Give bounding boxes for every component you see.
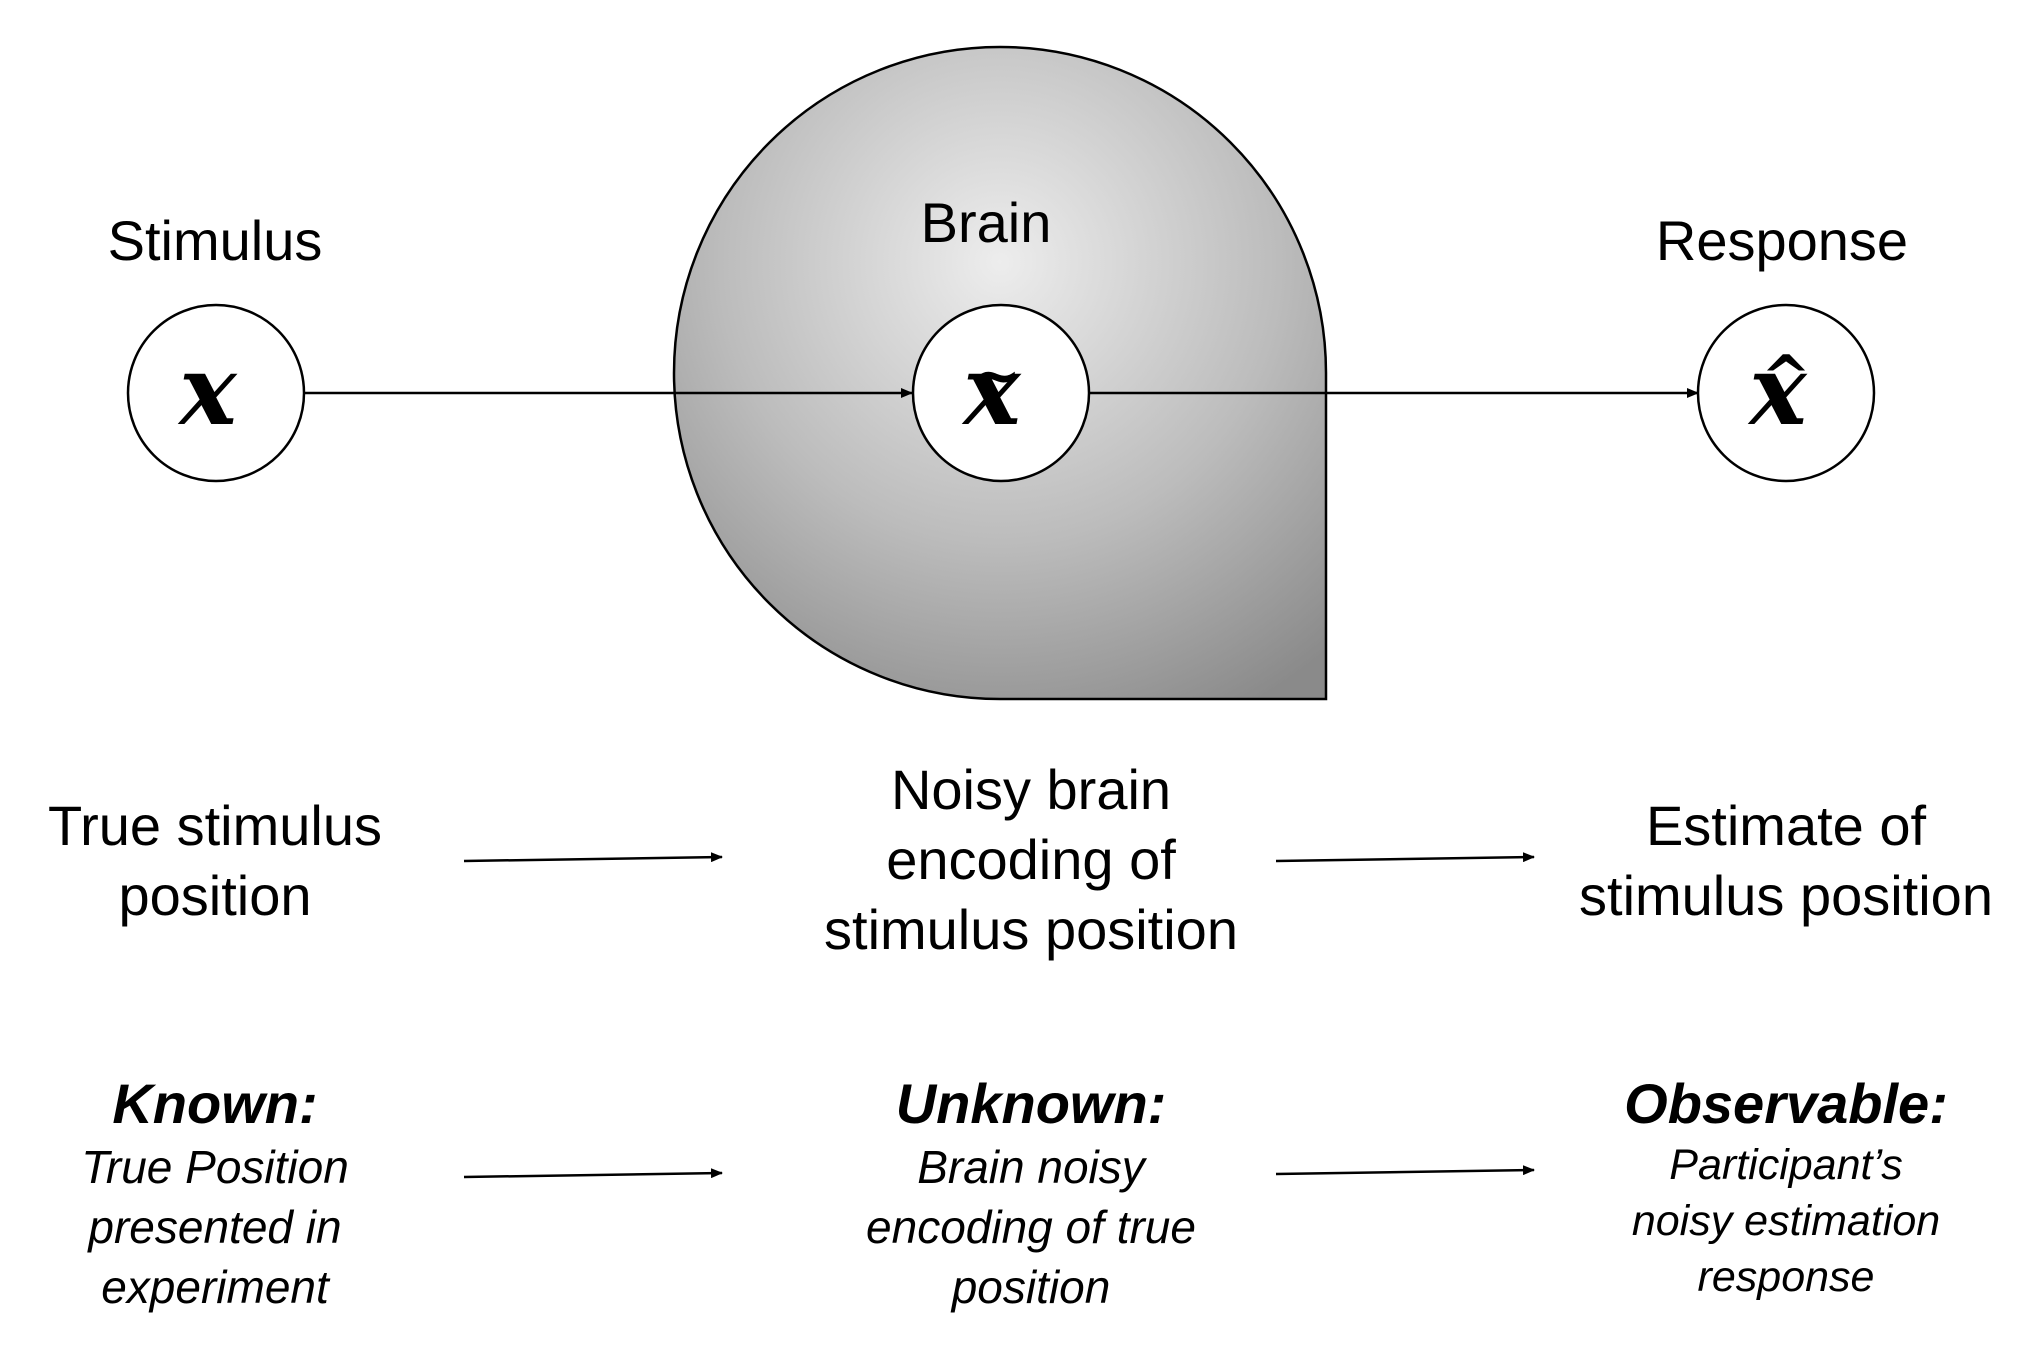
response-desc-line-2: stimulus position xyxy=(1579,864,1993,927)
desc-arrow-2 xyxy=(1275,852,1535,863)
brain-desc-line-3: stimulus position xyxy=(824,898,1238,961)
category-arrow-2 xyxy=(1275,1165,1535,1176)
unknown-heading: Unknown: xyxy=(896,1072,1167,1135)
observable-line-1: Participant’s xyxy=(1669,1141,1902,1189)
observable-line-2: noisy estimation xyxy=(1632,1197,1940,1245)
known-line-3: experiment xyxy=(101,1261,331,1313)
response-accent: ^ xyxy=(1761,343,1811,413)
response-desc-line-1: Estimate of xyxy=(1646,794,1927,857)
brain-symbol: x xyxy=(961,334,1022,447)
unknown-block: Unknown: Brain noisy encoding of true po… xyxy=(866,1072,1196,1313)
stimulus-node: x xyxy=(126,303,306,483)
known-line-2: presented in xyxy=(86,1201,341,1253)
brain-desc-line-2: encoding of xyxy=(886,828,1176,891)
brain-accent: ~ xyxy=(971,341,1021,411)
known-block: Known: True Position presented in experi… xyxy=(81,1072,349,1313)
brain-title: Brain xyxy=(921,191,1052,254)
unknown-line-1: Brain noisy xyxy=(917,1141,1148,1193)
category-arrow-1 xyxy=(463,1168,723,1179)
response-symbol: x xyxy=(1747,334,1808,447)
brain-desc-line-1: Noisy brain xyxy=(891,758,1171,821)
desc-arrow-1 xyxy=(463,852,723,863)
unknown-line-2: encoding of true xyxy=(866,1201,1196,1253)
response-description: Estimate of stimulus position xyxy=(1579,794,1993,927)
response-title: Response xyxy=(1656,209,1908,272)
observable-line-3: response xyxy=(1698,1253,1875,1301)
known-heading: Known: xyxy=(112,1072,317,1135)
known-line-1: True Position xyxy=(81,1141,349,1193)
stimulus-description: True stimulus position xyxy=(48,794,382,927)
observable-heading: Observable: xyxy=(1624,1072,1948,1135)
stimulus-title: Stimulus xyxy=(108,209,323,272)
stimulus-symbol: x xyxy=(177,334,238,447)
response-node: ^ x xyxy=(1696,303,1876,483)
stimulus-desc-line-1: True stimulus xyxy=(48,794,382,857)
observable-block: Observable: Participant’s noisy estimati… xyxy=(1624,1072,1948,1301)
brain-description: Noisy brain encoding of stimulus positio… xyxy=(824,758,1238,961)
brain-node: ~ x xyxy=(911,303,1091,483)
stimulus-desc-line-2: position xyxy=(118,864,311,927)
unknown-line-3: position xyxy=(950,1261,1111,1313)
